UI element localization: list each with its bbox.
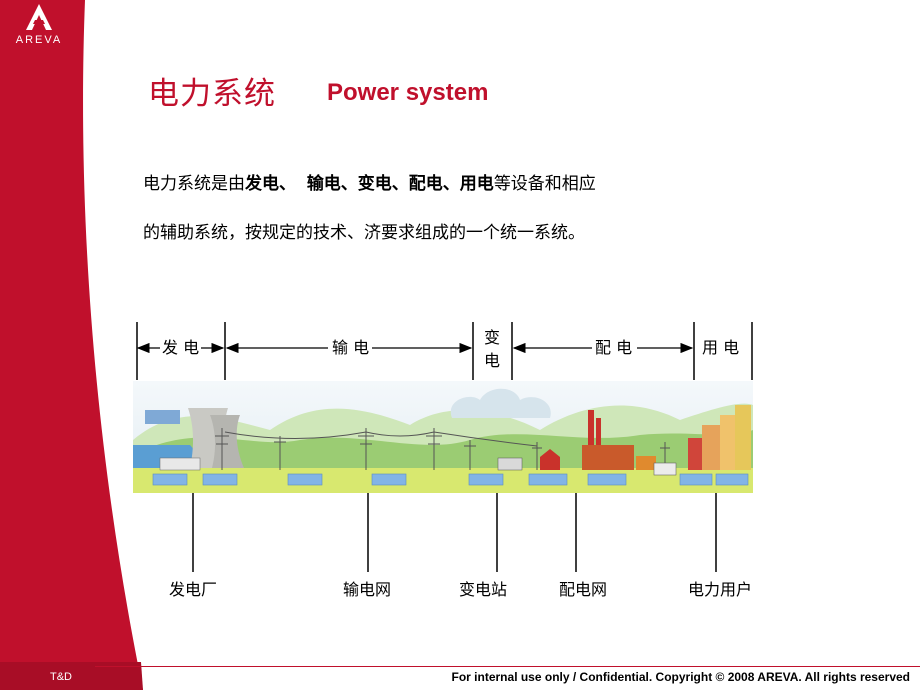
- intro-bold-text: 输电、变电、配电、用电: [306, 174, 494, 194]
- segment-label-transmission: 输 电: [330, 338, 372, 357]
- footer-copyright: For internal use only / Confidential. Co…: [451, 670, 910, 684]
- power-system-landscape: [133, 381, 753, 493]
- page-title-en: Power system: [327, 79, 489, 106]
- segment-dividers: [136, 322, 753, 380]
- page-title-zh: 电力系统: [148, 76, 276, 112]
- segment-label-generation: 发 电: [160, 338, 202, 357]
- areva-logo-mark-icon: [26, 4, 52, 30]
- brand-sidebar: [0, 0, 143, 690]
- intro-line-1: 电力系统是由发电、 输电、变电、配电、用电等设备和相应: [143, 169, 596, 194]
- segment-label-substation-bottom: 电: [482, 351, 503, 370]
- intro-line-2: 的辅助系统，按规定的技术、济要求组成的一个统一系统。: [143, 223, 585, 243]
- segment-label-distribution: 配 电: [593, 338, 635, 357]
- intro-text: 电力系统是由: [143, 174, 245, 194]
- station-leader-lines: [192, 493, 717, 572]
- intro-text: 等设备和相应: [493, 174, 596, 194]
- station-label-substation: 变电站: [459, 580, 508, 599]
- areva-logo: AREVA: [0, 0, 80, 50]
- segment-label-consumption: 用 电: [700, 338, 742, 357]
- station-label-consumers: 电力用户: [688, 580, 753, 599]
- logo-text: AREVA: [15, 34, 63, 46]
- station-label-transmission-network: 输电网: [343, 580, 392, 599]
- intro-bold-text: 发电、: [245, 174, 296, 194]
- segment-label-substation-top: 变: [482, 328, 503, 347]
- station-label-power-plant: 发电厂: [169, 580, 218, 599]
- footer-divider: [95, 666, 920, 667]
- station-label-distribution-network: 配电网: [559, 580, 608, 599]
- footer-unit-label: T&D: [50, 671, 72, 683]
